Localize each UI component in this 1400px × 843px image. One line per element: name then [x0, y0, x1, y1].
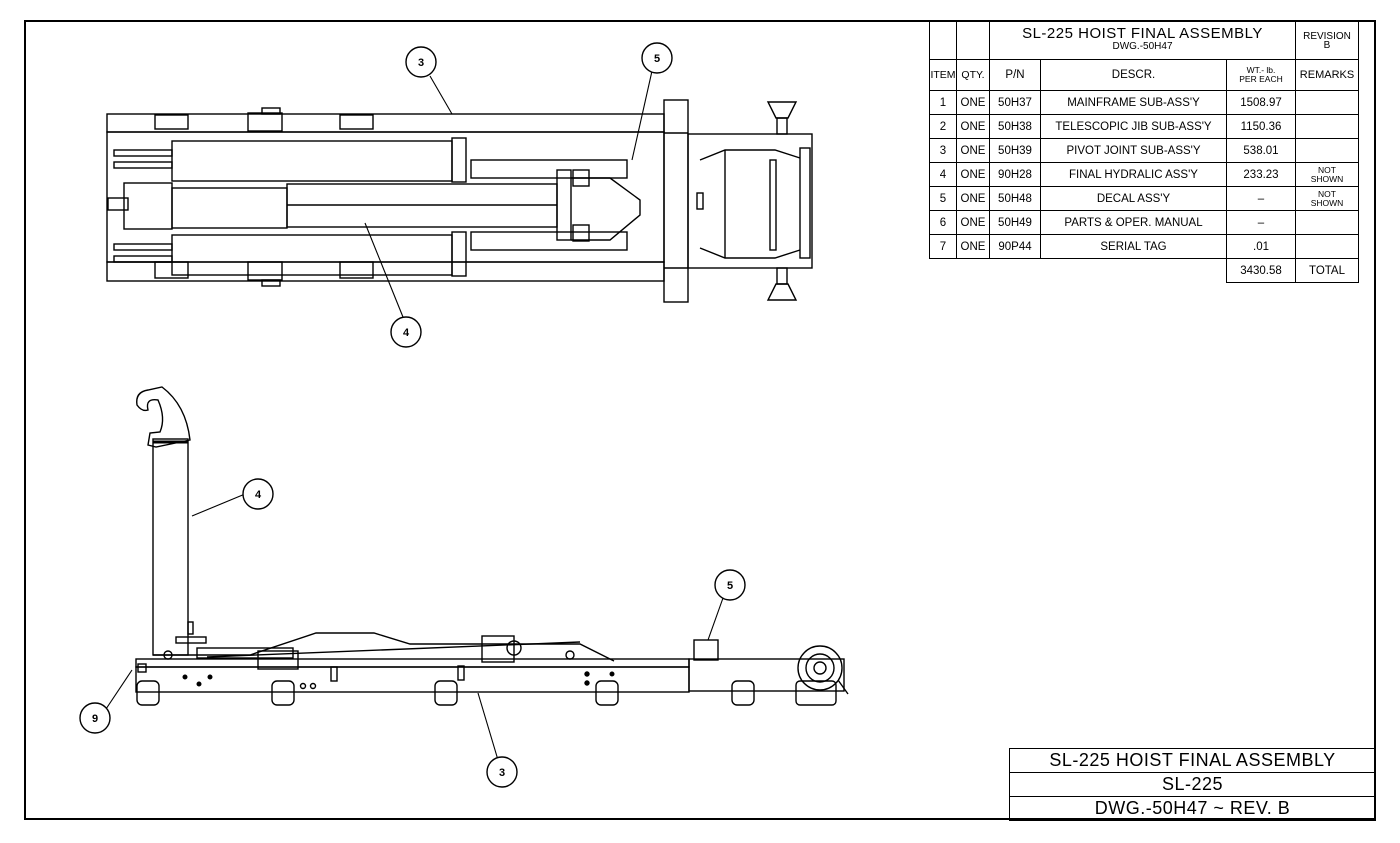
callout-top-5: 5	[641, 42, 673, 74]
col-remarks: REMARKS	[1295, 59, 1359, 91]
side-view	[135, 386, 849, 706]
total-weight: 3430.58	[1226, 258, 1296, 283]
total-label: TOTAL	[1295, 258, 1359, 283]
hook-shape	[136, 386, 191, 448]
callout-side-5: 5	[714, 569, 746, 601]
svg-text:9: 9	[92, 713, 98, 725]
svg-text:5: 5	[654, 53, 660, 65]
drawing-sheet-border	[24, 20, 1376, 820]
parts-list-title: SL-225 HOIST FINAL ASSEMBLY DWG.-50H47	[989, 21, 1296, 60]
title-block-drawing-number: DWG.-50H47 ~ REV. B	[1009, 796, 1376, 821]
col-qty: QTY.	[956, 59, 990, 91]
callout-top-3: 3	[405, 46, 437, 78]
callout-top-4: 4	[390, 316, 422, 348]
svg-text:4: 4	[403, 327, 410, 339]
col-pn: P/N	[989, 59, 1041, 91]
svg-text:4: 4	[255, 489, 262, 501]
callout-side-9: 9	[79, 702, 111, 734]
rear-beam	[688, 658, 845, 692]
col-descr: DESCR.	[1040, 59, 1227, 91]
side-feet	[136, 680, 837, 706]
svg-text:3: 3	[499, 767, 505, 779]
svg-text:5: 5	[727, 580, 733, 592]
svg-text:3: 3	[418, 57, 424, 69]
title-block: SL-225 HOIST FINAL ASSEMBLY SL-225 DWG.-…	[1009, 748, 1376, 821]
rear-roller	[797, 645, 843, 691]
total-row: 3430.58 TOTAL	[930, 258, 1359, 283]
title-block-model: SL-225	[1009, 772, 1376, 797]
callout-side-4: 4	[242, 478, 274, 510]
column-headers: ITEM QTY. P/N DESCR. WT.- lb. PER EACH R…	[929, 59, 1359, 91]
col-item: ITEM	[929, 59, 957, 91]
parts-list-header: SL-225 HOIST FINAL ASSEMBLY DWG.-50H47 R…	[929, 21, 1359, 60]
col-weight: WT.- lb. PER EACH	[1226, 59, 1296, 91]
top-view	[106, 99, 813, 303]
callout-side-3: 3	[486, 756, 518, 788]
title-block-title: SL-225 HOIST FINAL ASSEMBLY	[1009, 748, 1376, 773]
callout-leaders	[103, 70, 724, 761]
revision-cell: REVISION B	[1295, 21, 1359, 60]
parts-list-table: SL-225 HOIST FINAL ASSEMBLY DWG.-50H47 R…	[929, 21, 1359, 283]
